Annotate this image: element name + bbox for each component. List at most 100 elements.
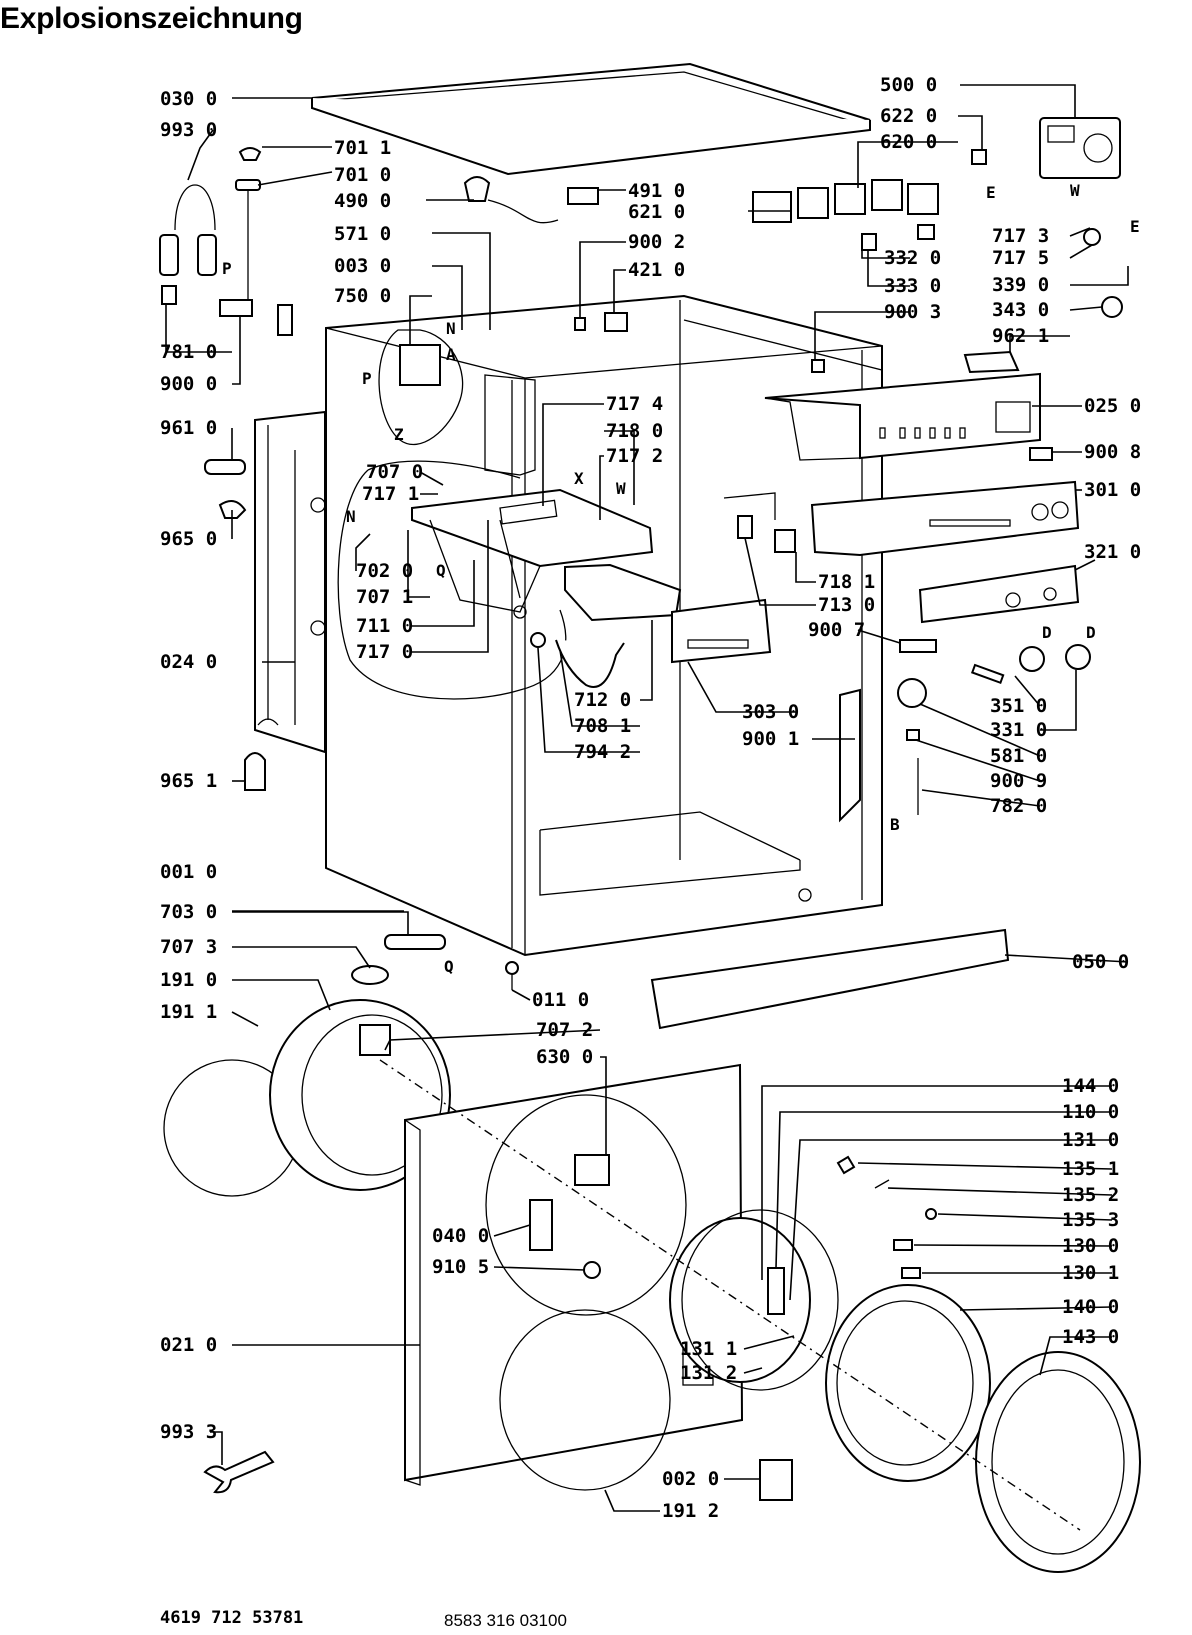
- label-701-1: 701 1: [334, 137, 391, 159]
- label-030-0: 030 0: [160, 88, 217, 110]
- control-panel-301: [810, 480, 1080, 557]
- label-002-0: 002 0: [662, 1468, 719, 1490]
- label-490-0: 490 0: [334, 190, 391, 212]
- label-331-0: 331 0: [990, 719, 1047, 741]
- switch-block-620: [752, 179, 939, 223]
- label-491-0: 491 0: [628, 180, 685, 202]
- label-781-0: 781 0: [160, 341, 217, 363]
- label-135-2: 135 2: [1062, 1184, 1119, 1206]
- marker-q-1: Q: [436, 561, 446, 580]
- label-050-0: 050 0: [1072, 951, 1129, 973]
- hoses-708-794: [513, 605, 625, 688]
- label-717-1: 717 1: [362, 483, 419, 505]
- label-900-8: 900 8: [1084, 441, 1141, 463]
- label-321-0: 321 0: [1084, 541, 1141, 563]
- label-718-1: 718 1: [818, 571, 875, 593]
- marker-q-2: Q: [444, 957, 454, 976]
- marker-w-1: W: [616, 479, 626, 498]
- label-343-0: 343 0: [992, 299, 1049, 321]
- label-900-7: 900 7: [808, 619, 865, 641]
- label-993-0: 993 0: [160, 119, 217, 141]
- label-621-0: 621 0: [628, 201, 685, 223]
- detergent-dispenser-711: [411, 488, 654, 613]
- program-switch-500: [1039, 117, 1121, 179]
- label-143-0: 143 0: [1062, 1326, 1119, 1348]
- label-135-3: 135 3: [1062, 1209, 1119, 1231]
- label-993-3: 993 3: [160, 1421, 217, 1443]
- marker-p-1: P: [222, 259, 232, 278]
- label-718-0: 718 0: [606, 420, 663, 442]
- label-001-0: 001 0: [160, 861, 217, 883]
- marker-e-1: E: [986, 183, 996, 202]
- label-135-1: 135 1: [1062, 1158, 1119, 1180]
- label-025-0: 025 0: [1084, 395, 1141, 417]
- label-339-0: 339 0: [992, 274, 1049, 296]
- label-332-0: 332 0: [884, 247, 941, 269]
- page-title: Explosionszeichnung: [0, 2, 303, 35]
- label-750-0: 750 0: [334, 285, 391, 307]
- label-961-0: 961 0: [160, 417, 217, 439]
- label-011-0: 011 0: [532, 989, 589, 1011]
- label-711-0: 711 0: [356, 615, 413, 637]
- rear-panel-024: [254, 410, 326, 754]
- label-782-0: 782 0: [990, 795, 1047, 817]
- label-040-0: 040 0: [432, 1225, 489, 1247]
- label-900-2: 900 2: [628, 231, 685, 253]
- label-707-0: 707 0: [366, 461, 423, 483]
- marker-b: B: [890, 815, 900, 834]
- cabinet-001: [325, 294, 883, 957]
- marker-d-1: D: [1042, 623, 1052, 642]
- label-131-0: 131 0: [1062, 1129, 1119, 1151]
- label-707-1: 707 1: [356, 586, 413, 608]
- label-717-5: 717 5: [992, 247, 1049, 269]
- marker-n-1: N: [446, 319, 456, 338]
- label-191-1: 191 1: [160, 1001, 217, 1023]
- label-191-0: 191 0: [160, 969, 217, 991]
- label-301-0: 301 0: [1084, 479, 1141, 501]
- label-021-0: 021 0: [160, 1334, 217, 1356]
- label-707-2: 707 2: [536, 1019, 593, 1041]
- label-703-0: 703 0: [160, 901, 217, 923]
- worktop-030: [311, 62, 871, 176]
- label-708-1: 708 1: [574, 715, 631, 737]
- label-131-1: 131 1: [680, 1338, 737, 1360]
- label-024-0: 024 0: [160, 651, 217, 673]
- footer-reference-left: 4619 712 53781: [160, 1608, 304, 1628]
- label-581-0: 581 0: [990, 745, 1047, 767]
- part-number-labels: 030 0 993 0 701 1 701 0 490 0 491 0 621 …: [160, 74, 1141, 1522]
- label-144-0: 144 0: [1062, 1075, 1119, 1097]
- rear-console-025: [764, 350, 1041, 461]
- label-131-2: 131 2: [680, 1362, 737, 1384]
- label-140-0: 140 0: [1062, 1296, 1119, 1318]
- marker-p-2: P: [362, 369, 372, 388]
- marker-w-2: W: [1070, 181, 1080, 200]
- label-713-0: 713 0: [818, 594, 875, 616]
- label-191-2: 191 2: [662, 1500, 719, 1522]
- label-701-0: 701 0: [334, 164, 391, 186]
- marker-a: A: [446, 345, 456, 364]
- label-421-0: 421 0: [628, 259, 685, 281]
- label-965-0: 965 0: [160, 528, 217, 550]
- front-panel-021: [404, 1063, 744, 1491]
- leader-lines: [165, 84, 1129, 1512]
- small-parts-top: [159, 147, 1123, 823]
- label-622-0: 622 0: [880, 105, 937, 127]
- label-910-5: 910 5: [432, 1256, 489, 1278]
- label-003-0: 003 0: [334, 255, 391, 277]
- dispenser-drawer-712: [564, 563, 772, 664]
- marker-n-2: N: [346, 507, 356, 526]
- label-702-0: 702 0: [356, 560, 413, 582]
- label-333-0: 333 0: [884, 275, 941, 297]
- label-571-0: 571 0: [334, 223, 391, 245]
- label-130-0: 130 0: [1062, 1235, 1119, 1257]
- axis-dashdot: [379, 1059, 1081, 1531]
- label-630-0: 630 0: [536, 1046, 593, 1068]
- wrench-993: [203, 1450, 275, 1494]
- label-620-0: 620 0: [880, 131, 937, 153]
- label-707-3: 707 3: [160, 936, 217, 958]
- label-712-0: 712 0: [574, 689, 631, 711]
- label-351-0: 351 0: [990, 695, 1047, 717]
- letter-markers: P P N N A Z X W W E E D D B Q Q: [222, 181, 1140, 976]
- label-900-9: 900 9: [990, 770, 1047, 792]
